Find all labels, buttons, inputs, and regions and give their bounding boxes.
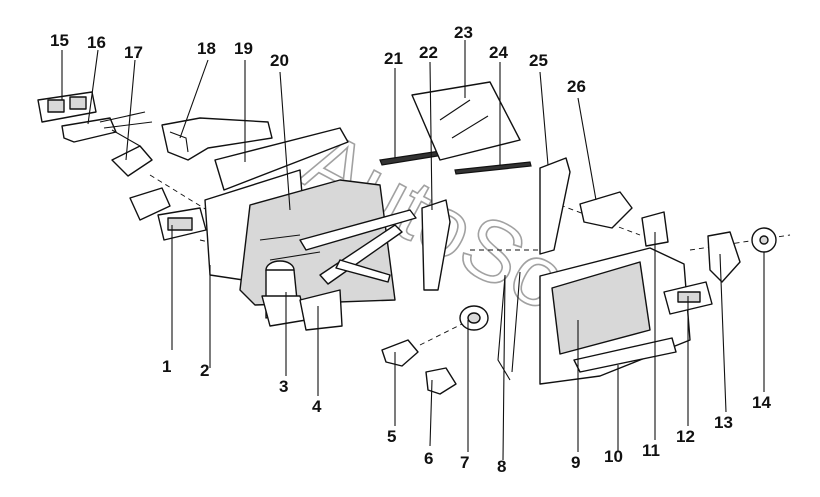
callout-26: 26 bbox=[567, 77, 586, 96]
hinge-part bbox=[641, 211, 669, 247]
callout-19: 19 bbox=[234, 39, 253, 58]
callout-9: 9 bbox=[571, 453, 580, 472]
door-glass-part bbox=[411, 81, 521, 161]
callout-1: 1 bbox=[162, 357, 171, 376]
control-rod-part bbox=[497, 271, 521, 381]
round-cap-part bbox=[751, 227, 777, 253]
callout-16: 16 bbox=[87, 33, 106, 52]
callout-13: 13 bbox=[714, 413, 733, 432]
callout-23: 23 bbox=[454, 23, 473, 42]
window-regulator-part bbox=[299, 209, 417, 331]
link-bracket-part bbox=[111, 145, 153, 177]
callout-4: 4 bbox=[312, 397, 322, 416]
door-latch-part bbox=[579, 191, 633, 229]
bracket-parts bbox=[381, 339, 457, 395]
callout-5: 5 bbox=[387, 427, 396, 446]
lock-knob-part bbox=[129, 187, 207, 241]
callout-14: 14 bbox=[752, 393, 771, 412]
callout-2: 2 bbox=[200, 361, 209, 380]
callout-25: 25 bbox=[529, 51, 548, 70]
callout-21: 21 bbox=[384, 49, 403, 68]
callout-20: 20 bbox=[270, 51, 289, 70]
rear-run-channel-part bbox=[539, 157, 571, 255]
callout-7: 7 bbox=[460, 453, 469, 472]
callout-11: 11 bbox=[642, 441, 660, 460]
callout-15: 15 bbox=[50, 31, 69, 50]
callout-22: 22 bbox=[419, 43, 438, 62]
front-run-channel-part bbox=[421, 199, 451, 291]
callout-8: 8 bbox=[497, 457, 506, 476]
callout-6: 6 bbox=[424, 449, 433, 468]
callout-12: 12 bbox=[676, 427, 695, 446]
callout-10: 10 bbox=[604, 447, 623, 466]
window-motor-part bbox=[261, 260, 307, 327]
inner-handle-bezel-part bbox=[37, 91, 97, 123]
door-handle-part bbox=[61, 111, 153, 147]
callout-labels: 1 2 3 4 5 6 7 8 9 10 11 12 13 14 15 16 1… bbox=[50, 23, 771, 476]
leader-lines bbox=[61, 40, 765, 461]
callout-24: 24 bbox=[489, 43, 508, 62]
callout-18: 18 bbox=[197, 39, 216, 58]
callout-3: 3 bbox=[279, 377, 288, 396]
callout-17: 17 bbox=[124, 43, 143, 62]
lock-mechanism-part bbox=[707, 231, 741, 283]
speaker-part bbox=[459, 305, 489, 331]
